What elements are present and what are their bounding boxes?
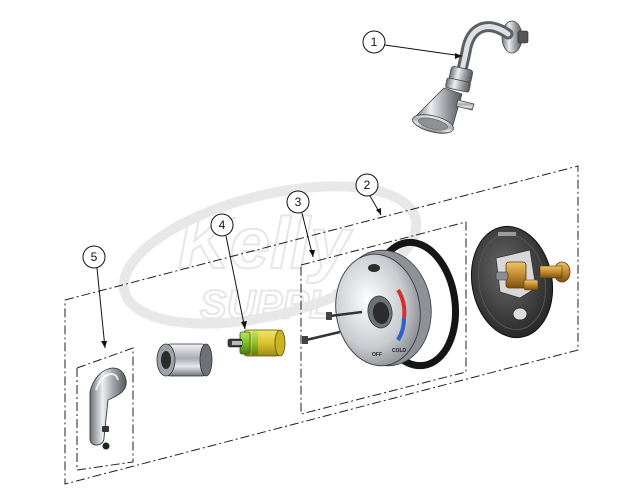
escutcheon-plate-group: OFF COLD bbox=[302, 238, 460, 370]
callout-4: 4 bbox=[210, 213, 234, 237]
callout-2: 2 bbox=[355, 173, 379, 197]
callout-4-label: 4 bbox=[219, 218, 226, 232]
plate-label-off: OFF bbox=[372, 352, 382, 358]
group-box-2 bbox=[64, 165, 579, 485]
watermark: Kelly SUPPLY bbox=[118, 181, 422, 329]
callout-3-label: 3 bbox=[295, 195, 302, 209]
plate-label-cold: COLD bbox=[392, 348, 407, 354]
cartridge bbox=[227, 329, 286, 357]
watermark-line1: Kelly bbox=[178, 204, 354, 284]
lever-handle bbox=[89, 367, 127, 450]
callout-1-label: 1 bbox=[371, 35, 378, 49]
callout-2-label: 2 bbox=[364, 178, 371, 192]
group-box-5 bbox=[76, 347, 134, 471]
callout-5-label: 5 bbox=[91, 250, 98, 264]
shower-head-assembly bbox=[412, 20, 529, 134]
rough-valve-body bbox=[470, 225, 571, 339]
callout-3: 3 bbox=[286, 190, 310, 214]
group-box-3 bbox=[300, 221, 467, 415]
watermark-line2: SUPPLY bbox=[200, 283, 360, 327]
callout-1: 1 bbox=[362, 30, 386, 54]
callout-5: 5 bbox=[82, 245, 106, 269]
handle-adapter bbox=[156, 343, 213, 377]
